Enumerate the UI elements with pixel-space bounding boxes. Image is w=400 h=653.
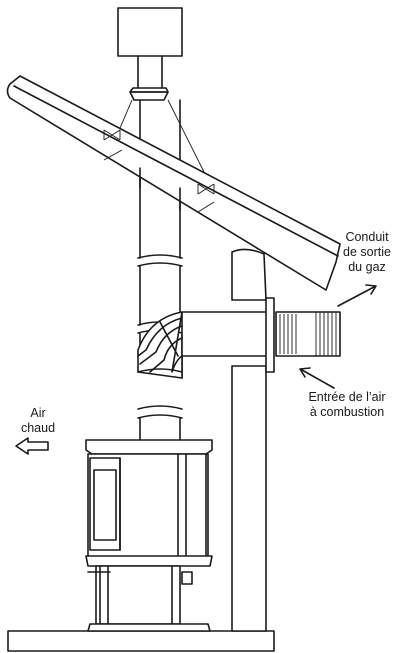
roof	[6, 75, 341, 291]
arrow-combustion-air	[299, 367, 335, 389]
label-combustion-air: Entrée de l’air à combustion	[308, 390, 386, 419]
floor	[7, 630, 275, 652]
elbow	[137, 311, 183, 379]
arrow-warm-air	[15, 437, 49, 455]
wall	[231, 248, 267, 632]
stove	[85, 439, 213, 632]
horizontal-flue	[181, 297, 341, 373]
label-warm-air: Air chaud	[20, 406, 56, 435]
label-flue-outlet: Conduit de sortie du gaz	[343, 230, 391, 274]
arrow-flue-outlet	[337, 284, 377, 307]
